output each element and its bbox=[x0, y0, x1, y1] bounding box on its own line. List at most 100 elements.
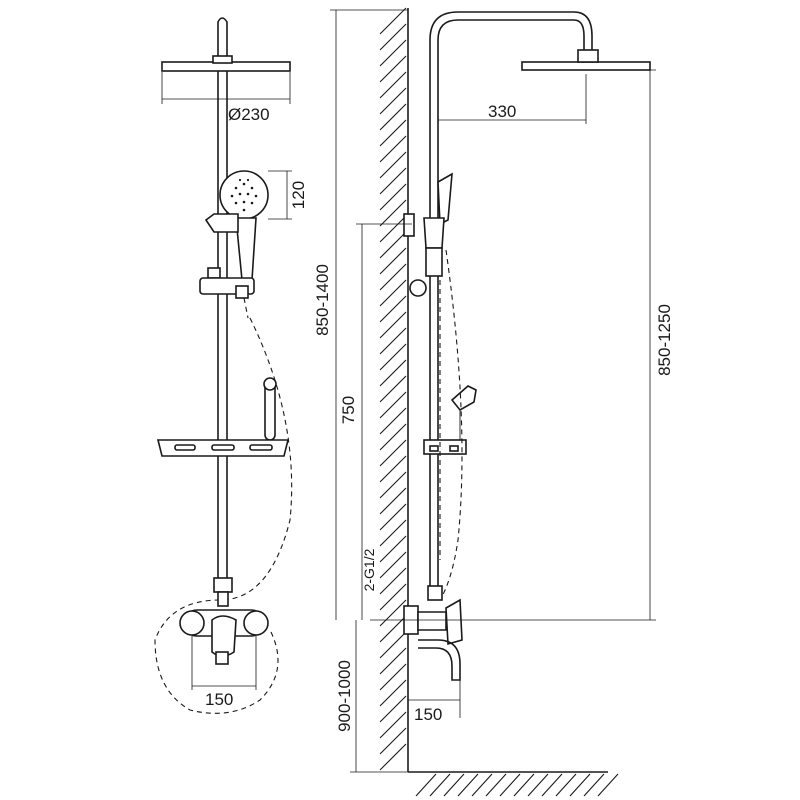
hand-shower-head bbox=[219, 170, 269, 220]
wall-hatch-line bbox=[379, 167, 407, 195]
shelf-slot-side-1 bbox=[429, 445, 439, 452]
wall-hatch-line bbox=[379, 663, 407, 691]
wall-hatch-line bbox=[379, 119, 407, 147]
holder-clamp-side bbox=[425, 247, 443, 277]
wall-hatch-line bbox=[379, 423, 407, 451]
wall-bracket-side bbox=[403, 213, 415, 237]
rain-head-side-connector bbox=[577, 49, 599, 63]
wall-hatching bbox=[379, 7, 407, 771]
wall-hatch-line bbox=[379, 151, 407, 179]
shower-arm-outer bbox=[429, 11, 593, 52]
wall-hatch-line bbox=[379, 359, 407, 387]
wall-hatch-line bbox=[379, 407, 407, 435]
mixer-inlet-right bbox=[243, 610, 269, 636]
hand-shower-nozzles bbox=[230, 178, 258, 212]
wall-hatch-line bbox=[379, 199, 407, 227]
wall-hatch-line bbox=[379, 519, 407, 547]
wall-hatch-line bbox=[379, 247, 407, 275]
mixer-body-side bbox=[417, 611, 447, 631]
wall-hatch-line bbox=[379, 279, 407, 307]
mixer-lever bbox=[211, 615, 237, 657]
head-height-label: 850-1250 bbox=[655, 304, 674, 376]
floor-hatch-line bbox=[555, 773, 577, 797]
wall-hatch-line bbox=[379, 583, 407, 611]
wall-hatch-line bbox=[379, 23, 407, 51]
floor-hatch-line bbox=[443, 773, 465, 797]
hose-side bbox=[439, 249, 463, 601]
wall-hatch-line bbox=[379, 391, 407, 419]
wall-hatch-line bbox=[379, 567, 407, 595]
floor-hatch-line bbox=[499, 773, 521, 797]
slider-knob-left bbox=[207, 267, 221, 279]
wall-hatch-line bbox=[379, 711, 407, 739]
floor-hatch-line bbox=[513, 773, 535, 797]
wall-hatch-line bbox=[379, 231, 407, 259]
floor-hatch-line bbox=[485, 773, 507, 797]
hose-stub bbox=[243, 297, 249, 319]
wall-hatch-line bbox=[379, 727, 407, 755]
wall-hatch-line bbox=[379, 39, 407, 67]
holder-side bbox=[423, 217, 445, 249]
bar-height-label: 750 bbox=[339, 396, 358, 424]
floor-hatch-line bbox=[415, 773, 437, 797]
riser-top-cap bbox=[217, 17, 228, 60]
shower-arm-inner bbox=[437, 19, 585, 52]
hand-shower-handle bbox=[235, 217, 257, 281]
wall-hatch-line bbox=[379, 215, 407, 243]
shelf-slot-side-2 bbox=[449, 445, 459, 452]
wall-hatch-line bbox=[379, 295, 407, 323]
wall-hatch-line bbox=[379, 455, 407, 483]
shelf-slot-1 bbox=[174, 444, 196, 451]
wall-hatch-line bbox=[379, 695, 407, 723]
side-view: 330 850-1250 750 850-1400 2-G1/2 bbox=[313, 7, 674, 797]
arm-reach-label: 330 bbox=[488, 102, 516, 121]
wall-hatch-line bbox=[379, 743, 407, 771]
mixer-spout-stub bbox=[215, 651, 229, 665]
hand-shower-side bbox=[437, 172, 453, 226]
floor-hatch-line bbox=[597, 773, 619, 797]
wall-hatch-line bbox=[379, 87, 407, 115]
shelf-slot-2 bbox=[211, 444, 235, 451]
floor-hatch-line bbox=[457, 773, 479, 797]
head-diameter-label: Ø230 bbox=[228, 105, 270, 124]
shelf-slot-3 bbox=[249, 444, 273, 451]
floor-hatch-line bbox=[471, 773, 493, 797]
wall-hatch-line bbox=[379, 439, 407, 467]
mixer-inlet-left bbox=[179, 610, 205, 636]
diverter-block bbox=[213, 577, 233, 593]
wall-hatch-line bbox=[379, 631, 407, 659]
mixer-height-label: 900-1000 bbox=[335, 660, 354, 732]
floor-hatch-line bbox=[429, 773, 451, 797]
floor-hatching bbox=[415, 773, 619, 797]
shower-holder-bracket bbox=[204, 213, 239, 233]
rain-head-side bbox=[521, 61, 651, 71]
wall-hatch-line bbox=[379, 535, 407, 563]
wall-hatch-line bbox=[379, 327, 407, 355]
inlet-spacing-front-label: 150 bbox=[205, 690, 233, 709]
wall-hatch-line bbox=[379, 647, 407, 675]
wall-hatch-line bbox=[379, 103, 407, 131]
hand-shower-diameter-label: 120 bbox=[289, 181, 308, 209]
wall-hatch-line bbox=[379, 135, 407, 163]
floor-hatch-line bbox=[527, 773, 549, 797]
inlet-spacing-side-label: 150 bbox=[414, 705, 442, 724]
diverter-stem bbox=[217, 591, 229, 607]
wall-hatch-line bbox=[379, 375, 407, 403]
wall-hatch-line bbox=[379, 471, 407, 499]
floor-hatch-line bbox=[583, 773, 605, 797]
floor-hatch-line bbox=[569, 773, 591, 797]
bidet-sprayer-side bbox=[450, 385, 477, 412]
wall-hatch-line bbox=[379, 599, 407, 627]
wall-hatch-line bbox=[379, 551, 407, 579]
bidet-sprayer-tip bbox=[263, 377, 277, 391]
wall-hatch-line bbox=[379, 263, 407, 291]
wall-hatch-line bbox=[379, 7, 407, 35]
floor-hatch-line bbox=[541, 773, 563, 797]
wall-hatch-line bbox=[379, 55, 407, 83]
shower-hose bbox=[154, 317, 293, 714]
slider-knob-side bbox=[409, 279, 427, 297]
wall-hatch-line bbox=[379, 183, 407, 211]
slider-knob-right bbox=[235, 285, 249, 299]
front-view: Ø230 120 bbox=[154, 17, 308, 714]
